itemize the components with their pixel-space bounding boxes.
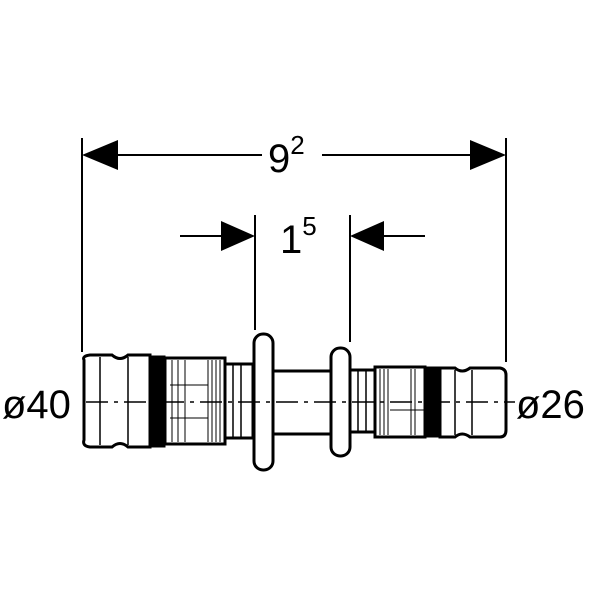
- arrow-inner-right-icon: [350, 221, 384, 251]
- inner-length-label: 15: [280, 211, 317, 262]
- overall-length-label: 92: [268, 130, 305, 181]
- arrow-inner-left-icon: [221, 221, 255, 251]
- left-diameter-label: ø40: [2, 383, 71, 427]
- arrow-right-icon: [470, 140, 506, 170]
- arrow-left-icon: [82, 140, 118, 170]
- right-diameter-label: ø26: [516, 383, 585, 427]
